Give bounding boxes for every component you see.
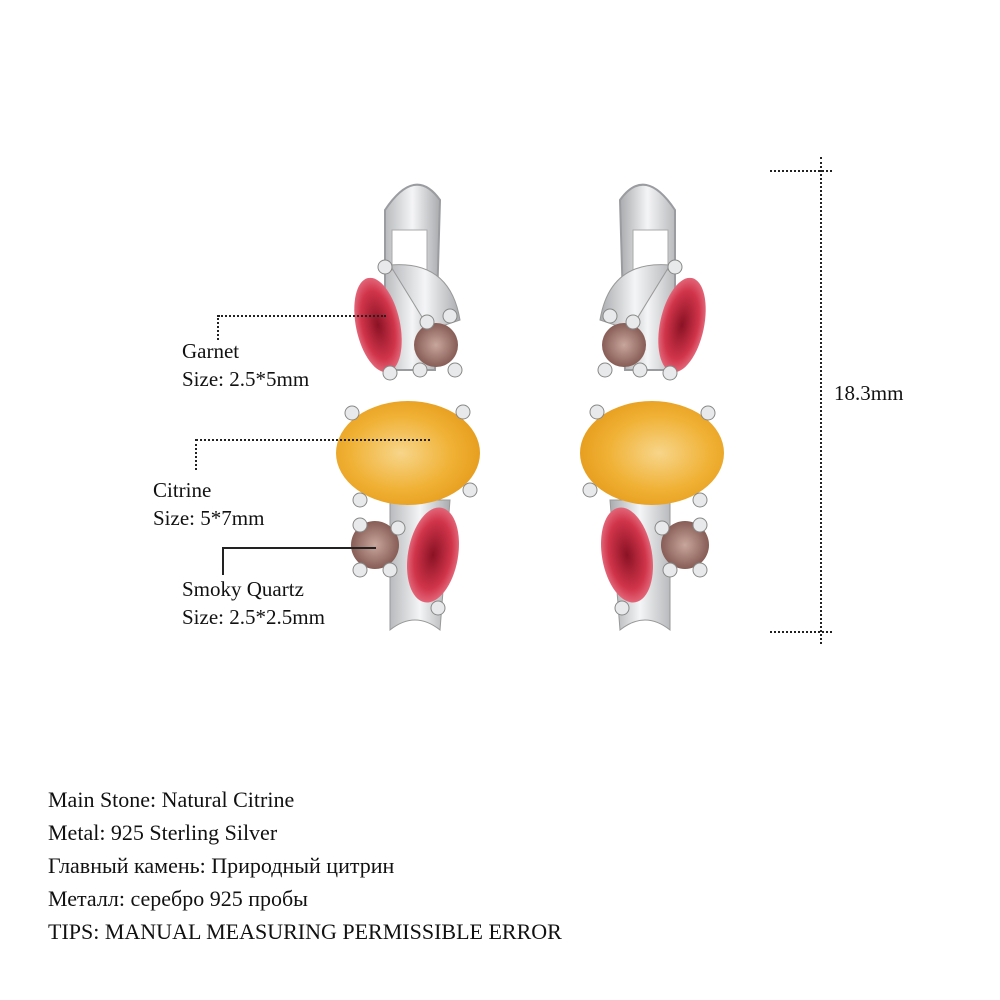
garnet-leader-line bbox=[218, 315, 386, 317]
spec-main-stone-ru: Главный камень: Природный цитрин bbox=[48, 853, 395, 878]
smoky-quartz-name: Smoky Quartz bbox=[182, 577, 304, 601]
smoky-quartz-leader-drop bbox=[222, 547, 224, 575]
garnet-size: Size: 2.5*5mm bbox=[182, 367, 310, 391]
citrine-size: Size: 5*7mm bbox=[153, 506, 265, 530]
dimension-label: 18.3mm bbox=[834, 381, 904, 405]
earring-left-image bbox=[336, 183, 480, 632]
spec-tips: TIPS: MANUAL MEASURING PERMISSIBLE ERROR bbox=[48, 919, 562, 944]
citrine-leader-line bbox=[196, 439, 430, 441]
spec-main-stone: Main Stone: Natural Citrine bbox=[48, 787, 295, 812]
garnet-callout: Garnet Size: 2.5*5mm bbox=[182, 337, 309, 393]
citrine-callout: Citrine Size: 5*7mm bbox=[153, 476, 264, 532]
citrine-leader-drop bbox=[195, 439, 197, 470]
dimension-line bbox=[820, 157, 822, 644]
garnet-leader-drop bbox=[217, 315, 219, 340]
spec-metal: Metal: 925 Sterling Silver bbox=[48, 820, 278, 845]
dimension-top-tick bbox=[770, 170, 832, 172]
smoky-quartz-callout: Smoky Quartz Size: 2.5*2.5mm bbox=[182, 575, 325, 631]
spec-metal-ru: Металл: серебро 925 пробы bbox=[48, 886, 308, 911]
smoky-quartz-leader-line bbox=[223, 547, 376, 549]
dimension-bottom-tick bbox=[770, 631, 832, 633]
earring-right-image bbox=[580, 183, 724, 632]
smoky-quartz-size: Size: 2.5*2.5mm bbox=[182, 605, 325, 629]
citrine-name: Citrine bbox=[153, 478, 212, 502]
garnet-name: Garnet bbox=[182, 339, 240, 363]
